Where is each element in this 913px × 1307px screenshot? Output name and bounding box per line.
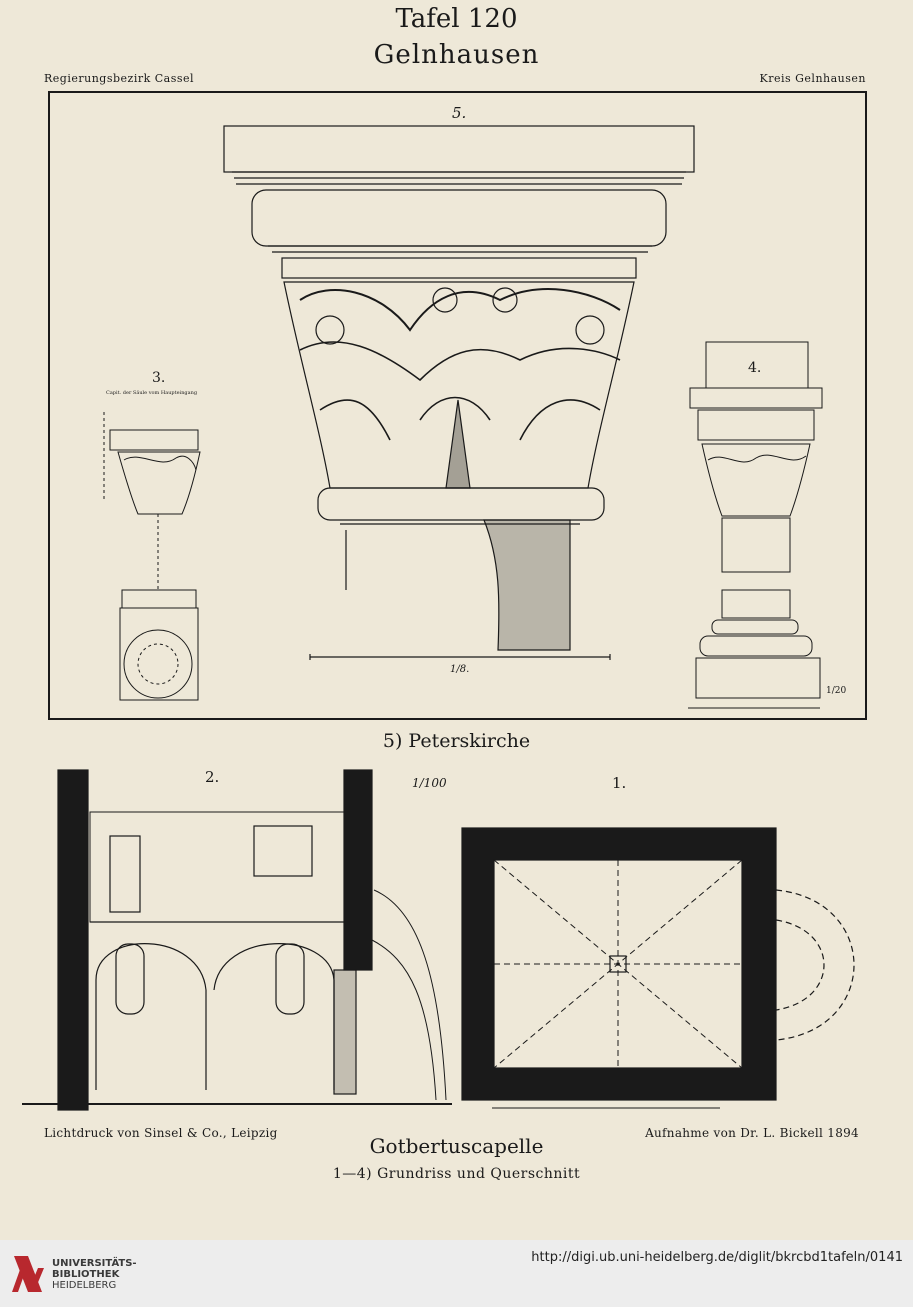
column-fig4-drawing bbox=[688, 341, 823, 709]
printer-credit: Lichtdruck von Sinsel & Co., Leipzig bbox=[44, 1126, 278, 1140]
plan-fig1-drawing bbox=[461, 827, 855, 1109]
region-left: Regierungsbezirk Cassel bbox=[44, 72, 195, 85]
figure-2-label: 2. bbox=[205, 768, 220, 786]
library-name-line3: HEIDELBERG bbox=[52, 1280, 117, 1291]
section-fig2-drawing bbox=[22, 769, 452, 1111]
library-name-line1: UNIVERSITÄTS- bbox=[52, 1258, 137, 1269]
capital-fig3-drawing bbox=[103, 412, 201, 701]
figure-5-scale: 1/8. bbox=[450, 664, 470, 675]
plate-title: Gelnhausen bbox=[373, 40, 540, 70]
architectural-drawings bbox=[22, 125, 855, 1111]
figure-1-label: 1. bbox=[612, 774, 627, 792]
figure-5-label: 5. bbox=[452, 104, 467, 122]
figure-3-subcaption: Capit. der Säule vom Haupteingang bbox=[106, 390, 198, 396]
lower-scale-label: 1/100 bbox=[412, 776, 447, 790]
survey-credit: Aufnahme von Dr. L. Bickell 1894 bbox=[645, 1126, 859, 1140]
chapel-title: Gotbertuscapelle bbox=[369, 1134, 544, 1158]
capital-fig5-drawing bbox=[223, 125, 695, 660]
library-name-line2: BIBLIOTHEK bbox=[52, 1269, 120, 1280]
plate-number: Tafel 120 bbox=[395, 4, 518, 34]
figure-4-label: 4. bbox=[748, 360, 762, 376]
chapel-subtitle: 1—4) Grundriss und Querschnitt bbox=[332, 1166, 581, 1182]
upper-plate-caption: 5) Peterskirche bbox=[382, 730, 531, 752]
library-bar bbox=[0, 1240, 913, 1307]
library-name: UNIVERSITÄTS- BIBLIOTHEK HEIDELBERG bbox=[52, 1258, 137, 1291]
permalink[interactable]: http://digi.ub.uni-heidelberg.de/diglit/… bbox=[531, 1250, 903, 1265]
figure-4-scale: 1/20 bbox=[826, 686, 847, 696]
region-right: Kreis Gelnhausen bbox=[759, 72, 866, 85]
library-logo-icon bbox=[12, 1256, 44, 1292]
figure-3-label: 3. bbox=[152, 370, 166, 386]
upper-plate-frame bbox=[48, 91, 867, 720]
